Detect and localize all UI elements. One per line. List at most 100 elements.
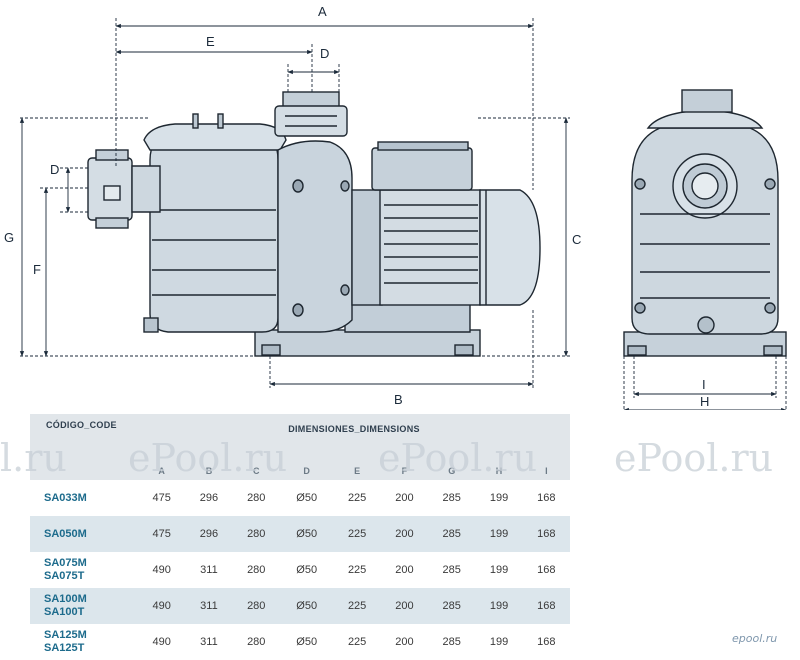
table-cell: 296 — [199, 528, 219, 540]
table-cell: 168 — [537, 636, 556, 648]
strainer-lid — [143, 123, 287, 151]
model-code: SA033M — [44, 491, 87, 504]
terminal-box — [371, 147, 473, 191]
model-code-cell: SA050M — [30, 516, 138, 552]
model-code: SA075T — [44, 570, 85, 582]
table-cell: 280 — [247, 636, 266, 648]
front-drain-plug — [697, 316, 715, 334]
label-g: G — [4, 230, 14, 245]
label-h: H — [700, 394, 709, 409]
table-cell: 199 — [489, 528, 509, 540]
table-cell: 285 — [442, 492, 461, 504]
motor-flange — [351, 189, 383, 306]
model-code: SA125M — [44, 629, 87, 641]
dimensions-table: CÓDIGO_CODE DIMENSIONES_DIMENSIONS A B C… — [30, 414, 570, 660]
column-header: I — [522, 444, 570, 480]
table-cell: 199 — [489, 600, 509, 612]
table-cell: Ø50 — [296, 600, 318, 612]
dimension-lines — [19, 18, 787, 410]
model-code: SA050M — [44, 527, 87, 540]
label-a: A — [318, 4, 327, 19]
dimensions-header: DIMENSIONES_DIMENSIONS — [138, 414, 570, 444]
table-cell: 490 — [152, 636, 171, 648]
table-cell: 168 — [537, 492, 556, 504]
table-cell: 285 — [442, 528, 461, 540]
volute — [277, 140, 353, 333]
label-e: E — [206, 34, 215, 49]
column-header: E — [333, 444, 381, 480]
table-cell: 296 — [199, 492, 219, 504]
label-i: I — [702, 377, 706, 392]
table-cell: 285 — [442, 636, 461, 648]
pump-side-view — [87, 91, 541, 357]
table-cell: 280 — [247, 564, 266, 576]
table-cell: 168 — [537, 528, 556, 540]
table-cell: 200 — [395, 636, 414, 648]
label-f: F — [33, 262, 41, 277]
watermark-small: epool.ru — [732, 632, 778, 645]
model-code-cell: SA033M — [30, 480, 138, 516]
motor-body — [379, 189, 481, 306]
table-cell: 199 — [489, 636, 509, 648]
table-cell: 475 — [152, 492, 171, 504]
table-cell: 225 — [347, 636, 367, 648]
table-cell: 200 — [395, 528, 414, 540]
column-header: A — [138, 444, 186, 480]
label-d-top: D — [320, 46, 329, 61]
front-outlet — [681, 89, 733, 113]
front-body — [631, 127, 779, 335]
model-code: SA125T — [44, 642, 85, 654]
pump-base — [254, 329, 481, 357]
watermark-text: ePool.ru — [614, 436, 774, 480]
table-cell: Ø50 — [296, 492, 318, 504]
table-cell: Ø50 — [296, 636, 318, 648]
column-header: C — [232, 444, 280, 480]
column-header: H — [475, 444, 523, 480]
table-cell: 200 — [395, 492, 414, 504]
table-cell: 225 — [347, 564, 367, 576]
table-cell: 199 — [489, 564, 509, 576]
model-code: SA100M — [44, 593, 87, 605]
table-cell: 225 — [347, 492, 367, 504]
table-cell: 311 — [200, 564, 218, 576]
fan-cover — [479, 189, 541, 306]
strainer-housing — [149, 133, 279, 333]
column-header: F — [380, 444, 429, 480]
model-code: SA075M — [44, 557, 87, 569]
table-cell: 225 — [347, 600, 367, 612]
table-cell: 200 — [395, 564, 414, 576]
table-cell: 285 — [442, 600, 461, 612]
code-header: CÓDIGO_CODE — [30, 414, 138, 480]
table-cell: 490 — [152, 564, 171, 576]
table-cell: 168 — [537, 600, 556, 612]
model-code: SA100T — [44, 606, 85, 618]
pump-front-view — [623, 89, 787, 357]
table-cell: Ø50 — [296, 564, 318, 576]
label-c: C — [572, 232, 581, 247]
table-cell: 199 — [489, 492, 509, 504]
table-cell: 280 — [247, 492, 266, 504]
table-cell: 311 — [200, 636, 218, 648]
table-cell: Ø50 — [296, 528, 318, 540]
column-header: G — [428, 444, 476, 480]
table-cell: 225 — [347, 528, 367, 540]
table-cell: 311 — [200, 600, 218, 612]
table-cell: 280 — [247, 528, 266, 540]
table-cell: 475 — [152, 528, 171, 540]
label-d-side: D — [50, 162, 59, 177]
column-header: B — [185, 444, 233, 480]
column-header: D — [279, 444, 334, 480]
table-row: SA033M 475 296 280 Ø50 225 200 285 199 1… — [30, 480, 570, 516]
table-cell: 168 — [537, 564, 556, 576]
front-base — [623, 331, 787, 357]
table-cell: 490 — [152, 600, 171, 612]
label-b: B — [394, 392, 403, 407]
pump-dimension-drawing: A E D D G F C B I H — [4, 4, 787, 410]
table-cell: 280 — [247, 600, 266, 612]
